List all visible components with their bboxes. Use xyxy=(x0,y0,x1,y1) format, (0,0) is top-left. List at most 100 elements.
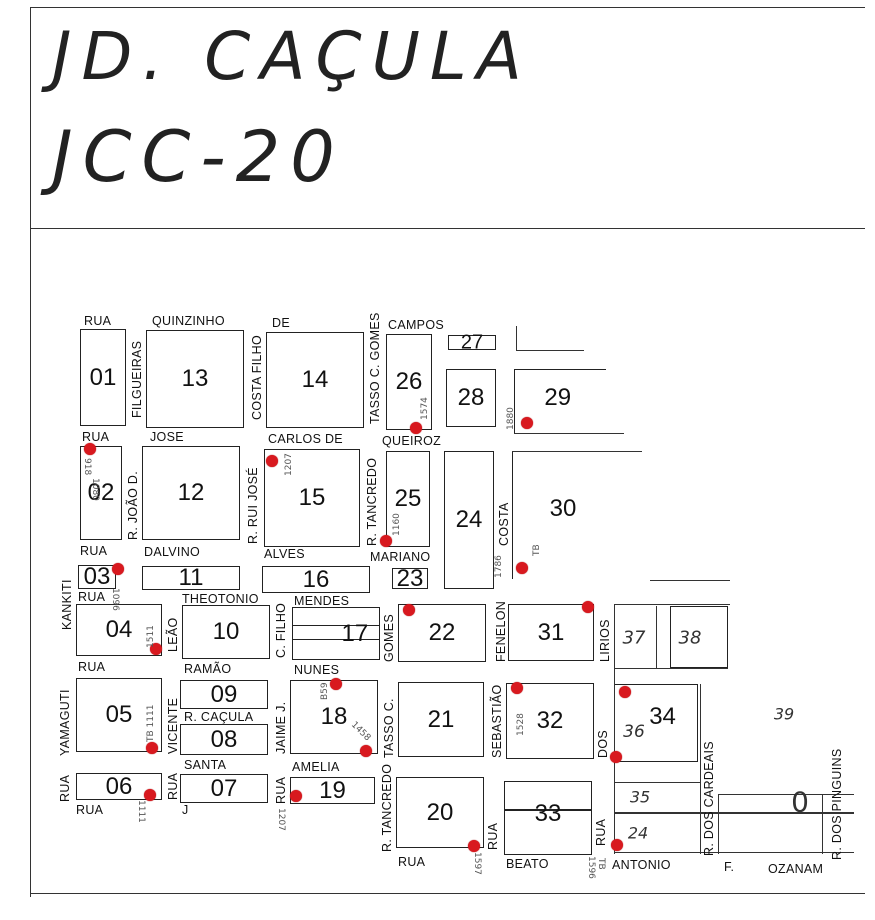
sector-code: JCC-20 xyxy=(52,116,345,198)
block-16[interactable]: 16 xyxy=(262,566,370,593)
block-38-label: 38 xyxy=(678,627,702,649)
block-31[interactable]: 31 xyxy=(508,604,594,661)
note: 1597 xyxy=(472,852,482,875)
block-34[interactable]: 34 xyxy=(614,684,698,762)
street-campos: CAMPOS xyxy=(388,318,444,332)
marker-dot[interactable] xyxy=(610,751,622,763)
street-tancredo-bottom: R. TANCREDO xyxy=(380,763,394,852)
street-c-filho: C. FILHO xyxy=(274,602,288,658)
block-01[interactable]: 01 xyxy=(80,329,126,426)
street-alves: ALVES xyxy=(264,547,305,561)
marker-dot[interactable] xyxy=(330,678,342,690)
street-lirios: LIRIOS xyxy=(598,619,612,662)
street-sebastiao: SEBASTIÃO xyxy=(490,684,504,758)
marker-dot[interactable] xyxy=(360,745,372,757)
block-33[interactable]: 33 xyxy=(504,781,592,855)
block-30-top-line xyxy=(512,451,642,452)
marker-dot[interactable] xyxy=(511,682,523,694)
marker-dot[interactable] xyxy=(144,789,156,801)
block-03[interactable]: 03 xyxy=(78,563,116,590)
marker-dot[interactable] xyxy=(266,455,278,467)
street-rua-06b: RUA xyxy=(76,803,104,817)
block-32[interactable]: 32 xyxy=(506,683,594,759)
block-20[interactable]: 20 xyxy=(396,777,484,848)
block-13[interactable]: 13 xyxy=(146,330,244,428)
block-27[interactable]: 27 xyxy=(448,331,496,353)
block-11[interactable]: 11 xyxy=(142,564,240,591)
block-10[interactable]: 10 xyxy=(182,605,270,659)
street-rui-jose: R. RUI JOSÉ xyxy=(246,467,260,544)
marker-dot[interactable] xyxy=(521,417,533,429)
queiroz-street-line xyxy=(514,433,624,434)
block-35-bottom xyxy=(614,812,854,814)
street-jaime-j: JAIME J. xyxy=(274,701,288,754)
block-05[interactable]: 05 xyxy=(76,678,162,752)
block-09[interactable]: 09 xyxy=(180,680,268,709)
marker-dot[interactable] xyxy=(150,643,162,655)
block-06[interactable]: 06 xyxy=(76,773,162,800)
block-30[interactable]: 30 xyxy=(512,451,632,579)
street-costa-30: COSTA xyxy=(497,502,511,546)
block-39-label: 39 xyxy=(773,704,795,724)
street-quinzinho: QUINZINHO xyxy=(152,314,225,328)
street-ozanam: OZANAM xyxy=(768,862,824,876)
ozanam-block-top xyxy=(718,794,854,795)
block-21[interactable]: 21 xyxy=(398,682,484,757)
sheet-bottom-border xyxy=(30,893,865,894)
block-38-outline[interactable] xyxy=(670,606,728,668)
block-25[interactable]: 25 xyxy=(386,451,430,547)
block-14[interactable]: 14 xyxy=(266,332,364,428)
neighborhood-title: JD. CAÇULA xyxy=(52,18,532,95)
marker-dot[interactable] xyxy=(112,563,124,575)
block-37-label: 37 xyxy=(622,627,646,649)
note: 1096 xyxy=(110,588,120,611)
region-mid-edge xyxy=(614,668,728,669)
street-filgueiras: FILGUEIRAS xyxy=(130,340,144,418)
block-23[interactable]: 23 xyxy=(392,565,428,592)
marker-dot[interactable] xyxy=(516,562,528,574)
region-top-edge xyxy=(614,604,730,605)
street-beato: BEATO xyxy=(506,857,549,871)
street-rua-07v: RUA xyxy=(166,772,180,800)
street-dos-pinguins: R. DOS PINGUINS xyxy=(830,748,844,860)
note: 1528 xyxy=(516,713,526,736)
block-07[interactable]: 07 xyxy=(180,774,268,803)
lirios-street-edge xyxy=(614,604,615,854)
block-29[interactable]: 29 xyxy=(514,369,606,433)
note: 1786 xyxy=(494,555,504,578)
marker-dot[interactable] xyxy=(380,535,392,547)
campos-street-end xyxy=(516,326,517,350)
block-24[interactable]: 24 xyxy=(444,451,494,589)
block-19[interactable]: 19 xyxy=(290,777,375,804)
street-rua-33v: RUA xyxy=(486,822,500,850)
block-17[interactable]: 17 xyxy=(292,607,380,660)
street-de: DE xyxy=(272,316,290,330)
block-08[interactable]: 08 xyxy=(180,724,268,755)
block-36-label: 36 xyxy=(623,722,645,742)
block-28[interactable]: 28 xyxy=(446,369,496,427)
header-top-border xyxy=(30,7,865,8)
street-rua-03: RUA xyxy=(80,544,108,558)
marker-dot[interactable] xyxy=(410,422,422,434)
marker-dot[interactable] xyxy=(403,604,415,616)
block-12[interactable]: 12 xyxy=(142,446,240,540)
street-rua-01: RUA xyxy=(84,314,112,328)
marker-dot[interactable] xyxy=(611,839,623,851)
street-mendes: MENDES xyxy=(294,594,350,608)
marker-dot[interactable] xyxy=(582,601,594,613)
note: 1160 xyxy=(392,513,402,536)
street-dos-cardeais: R. DOS CARDEAIS xyxy=(702,741,716,856)
block-22[interactable]: 22 xyxy=(398,604,486,662)
marker-dot[interactable] xyxy=(619,686,631,698)
block-15[interactable]: 15 xyxy=(264,449,360,547)
block-02[interactable]: 02 xyxy=(80,446,122,540)
block-26[interactable]: 26 xyxy=(386,334,432,430)
street-vicente: VICENTE xyxy=(166,697,180,754)
marker-dot[interactable] xyxy=(290,790,302,802)
block-04[interactable]: 04 xyxy=(76,604,162,656)
marker-dot[interactable] xyxy=(84,443,96,455)
street-amelia: AMELIA xyxy=(292,760,340,774)
marker-dot[interactable] xyxy=(146,742,158,754)
marker-dot[interactable] xyxy=(468,840,480,852)
